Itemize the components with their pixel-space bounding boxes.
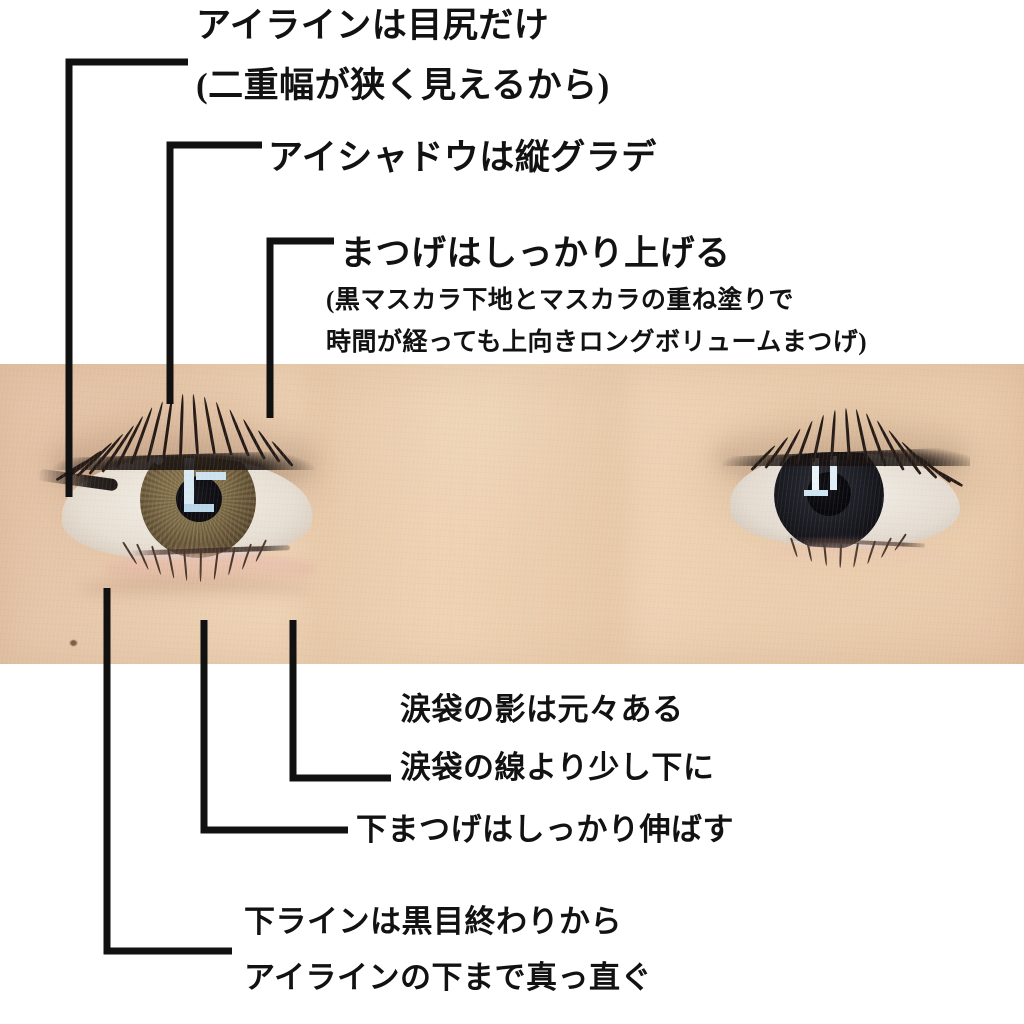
label-lower-line-2: アイラインの下まで真っ直ぐ: [244, 960, 652, 995]
left-eye-highlight-bar: [184, 458, 194, 504]
right-eyeball: [730, 452, 960, 548]
right-iris: [774, 452, 884, 548]
right-eye-highlight-bar-1: [812, 458, 819, 494]
label-lower-line-1: 下ラインは黒目終わりから: [244, 904, 622, 939]
label-tearbag-shadow: 涙袋の影は元々ある: [400, 692, 684, 727]
eye-closeup-photo: [0, 364, 1024, 664]
left-eye-highlight-low: [184, 504, 214, 512]
left-tearbag-highlight: [105, 552, 315, 586]
label-mascara-line2: (黒マスカラ下地とマスカラの重ね塗りで: [326, 287, 794, 314]
right-eye-highlight-low: [804, 490, 828, 496]
right-eye: [690, 392, 1010, 607]
label-mascara-line3: 時間が経っても上向きロングボリュームまつげ): [326, 329, 868, 356]
photo-vignette: [0, 364, 1024, 664]
label-eyeshadow: アイシャドウは縦グラデ: [268, 138, 657, 177]
right-eye-highlight-bar-2: [830, 456, 837, 490]
label-eyeliner-line1: アイラインは目尻だけ: [196, 6, 550, 45]
label-eyeliner-line2: (二重幅が狭く見えるから): [196, 66, 610, 105]
left-eye-highlight-cross: [196, 472, 226, 480]
label-lower-lash: 下まつげはしっかり伸ばす: [356, 812, 734, 847]
skin-mole: [70, 640, 77, 646]
label-mascara-line1: まつげはしっかり上げる: [340, 234, 731, 273]
nose-bridge-shading: [300, 364, 630, 664]
label-tearbag-line: 涙袋の線より少し下に: [400, 750, 715, 785]
